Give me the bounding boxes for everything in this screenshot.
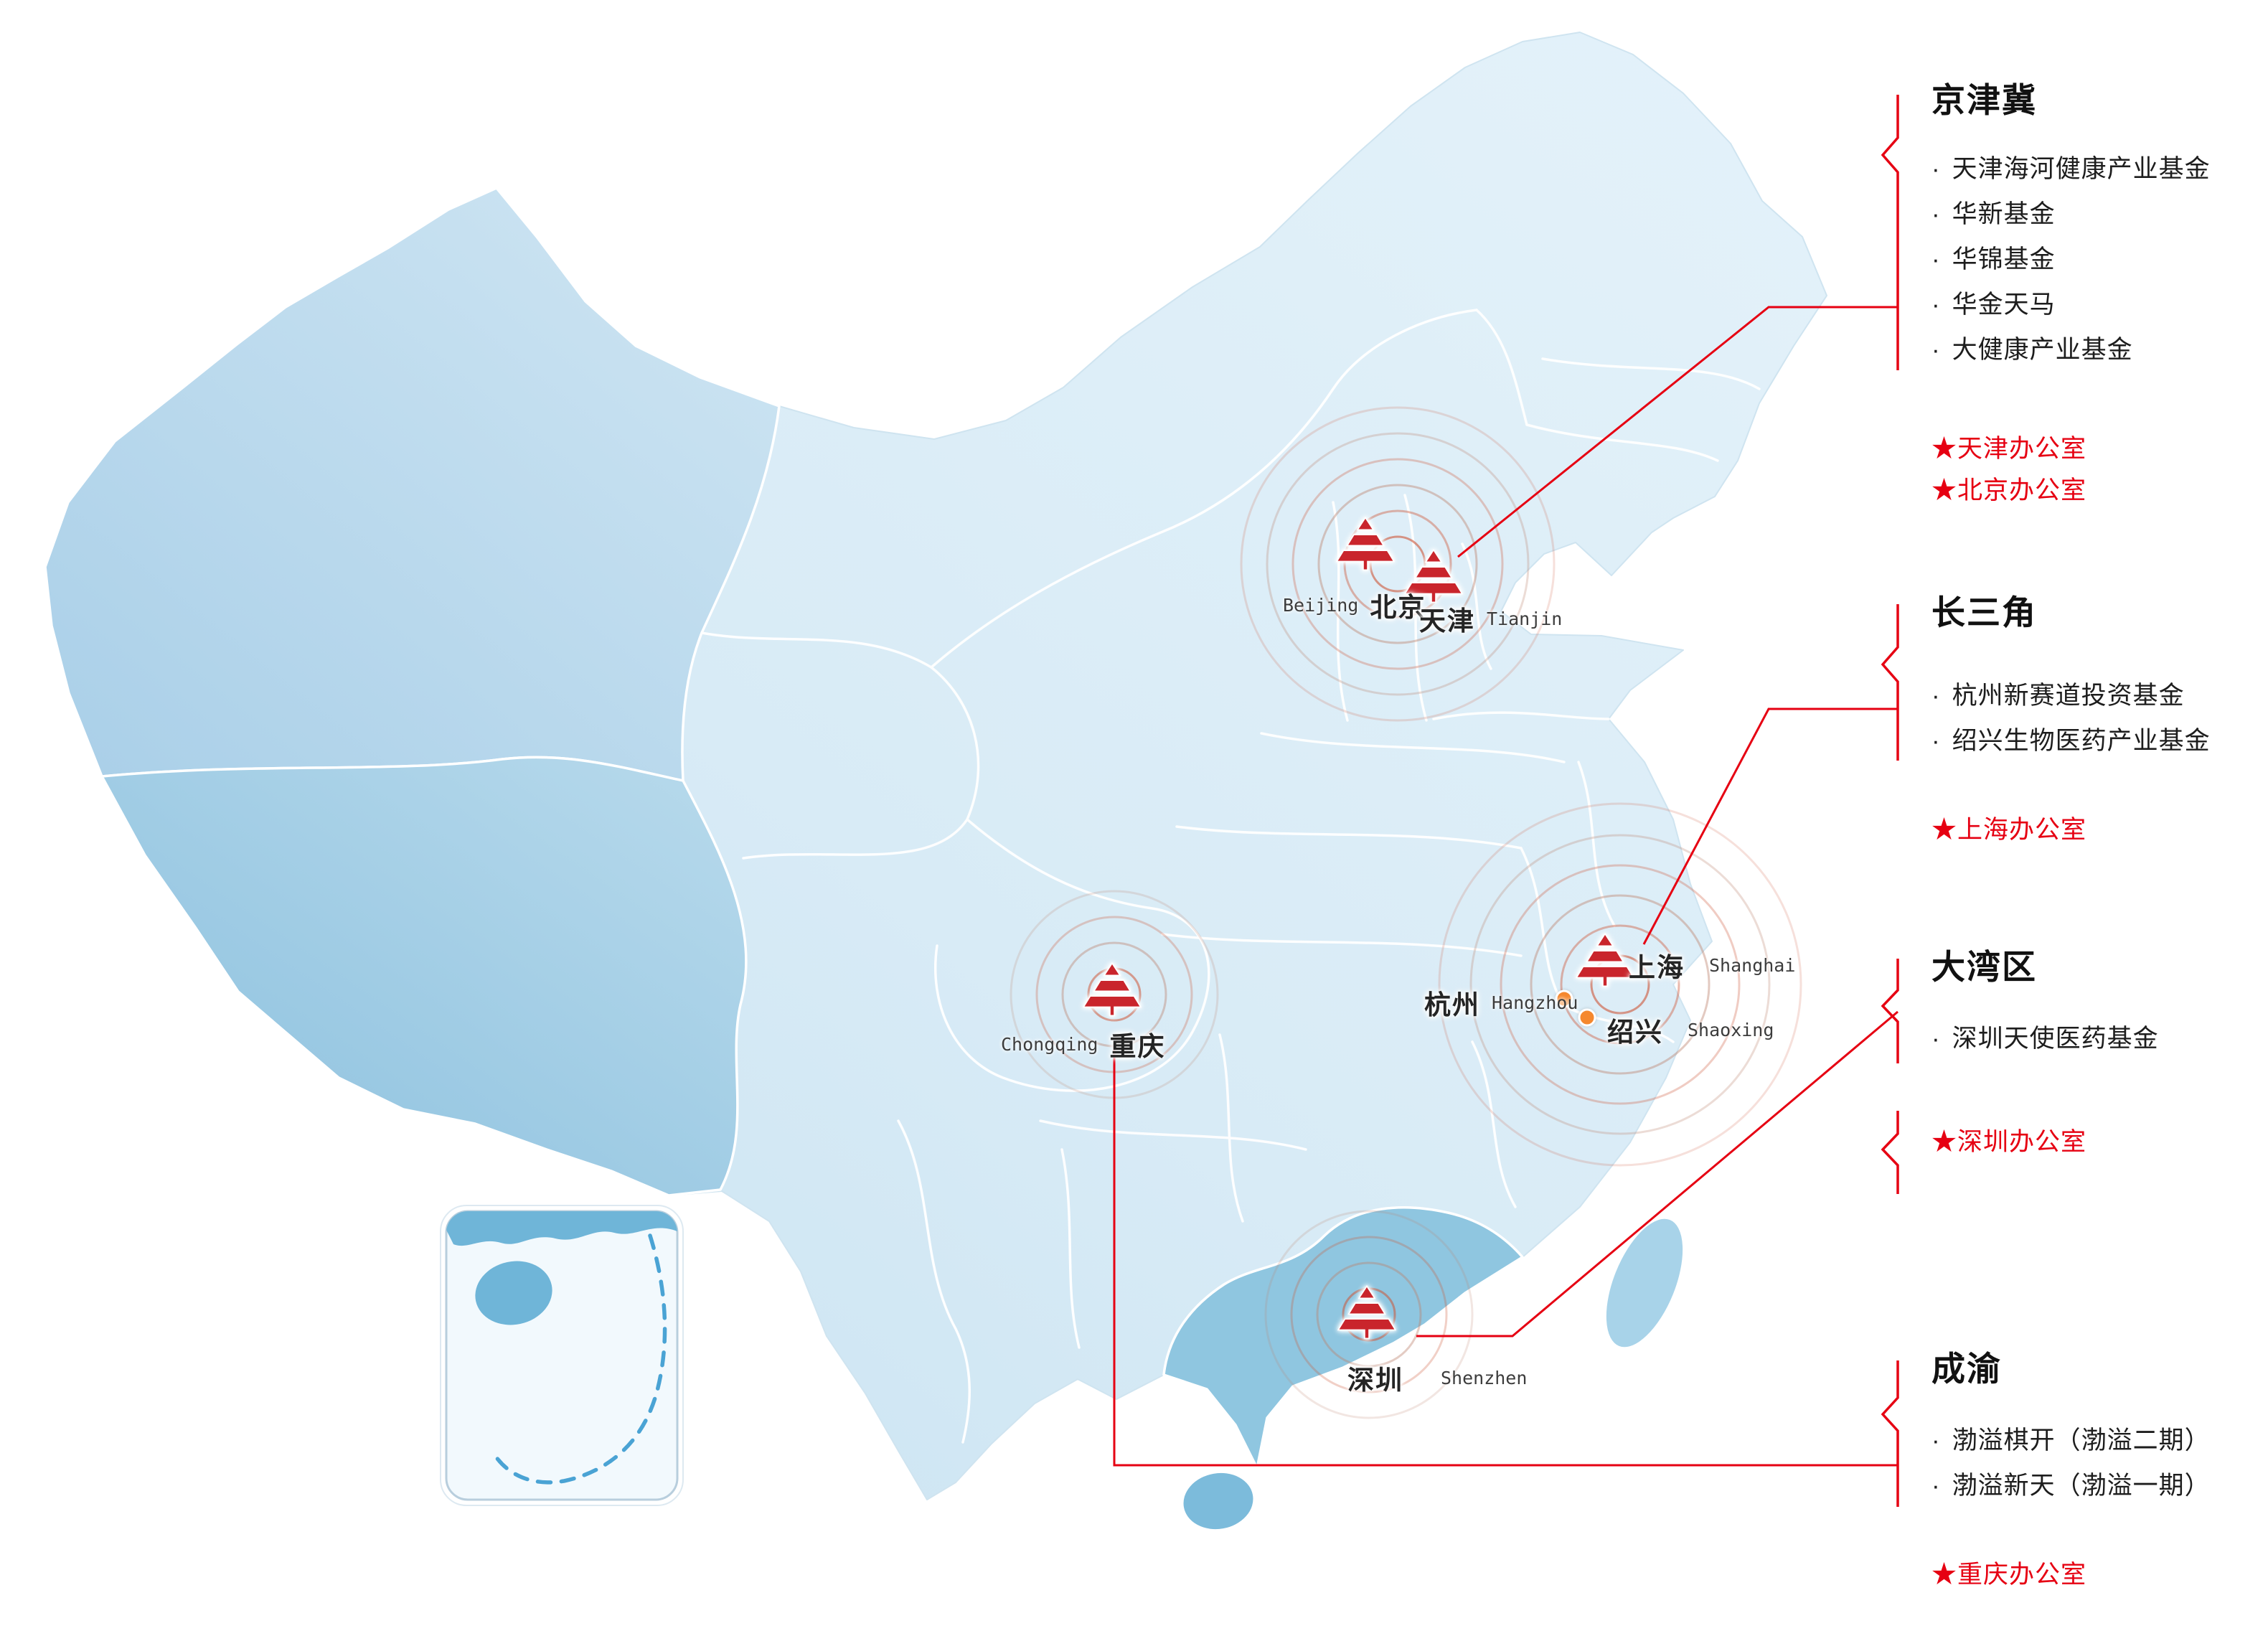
connector-chengyu — [1113, 1044, 1898, 1467]
label-beijing: Beijing 北京 — [1283, 586, 1426, 624]
province-tibet — [100, 756, 748, 1197]
bracket-changsanjiao — [1881, 604, 1899, 761]
fund-item: · 杭州新赛道投资基金 — [1931, 673, 2265, 718]
island-hainan — [1182, 1471, 1255, 1531]
label-shaoxing: 绍兴 Shaoxing — [1607, 1010, 1774, 1049]
fund-name: 华新基金 — [1952, 200, 2056, 228]
bullet: · — [1931, 291, 1941, 319]
fund-name: 华金天马 — [1952, 291, 2056, 319]
label-shanghai-en: Shanghai — [1709, 954, 1796, 976]
label-shanghai: 上海 Shanghai — [1629, 946, 1795, 984]
region-dawanqu: 大湾区 · 深圳天使医药基金 ★深圳办公室 — [1931, 947, 2265, 1163]
province-guangdong — [1162, 1206, 1524, 1470]
fund-item: · 华新基金 — [1931, 192, 2265, 237]
label-tianjin: 天津 Tianjin — [1419, 599, 1562, 638]
region-jingjinji-title: 京津冀 — [1931, 81, 2037, 119]
office-beijing: ★北京办公室 — [1931, 476, 2087, 504]
marker-beijing — [1336, 515, 1395, 571]
fund-item: · 渤溢新天（渤溢一期） — [1931, 1463, 2265, 1508]
connector-jingjinji — [1457, 306, 1898, 558]
fund-name: 深圳天使医药基金 — [1952, 1025, 2159, 1053]
label-hangzhou-en: Hangzhou — [1492, 992, 1578, 1013]
region-changsanjiao-title: 长三角 — [1931, 593, 2037, 631]
label-shaoxing-en: Shaoxing — [1688, 1019, 1774, 1040]
bullet: · — [1931, 200, 1941, 228]
fund-item: · 深圳天使医药基金 — [1931, 1016, 2265, 1061]
fund-name: 杭州新赛道投资基金 — [1952, 682, 2185, 710]
fund-item: · 华金天马 — [1931, 282, 2265, 327]
label-shenzhen-zh: 深圳 — [1347, 1365, 1403, 1395]
label-tianjin-zh: 天津 — [1419, 606, 1475, 636]
label-tianjin-en: Tianjin — [1487, 608, 1563, 629]
fund-name: 绍兴生物医药产业基金 — [1952, 727, 2211, 755]
bracket-jingjinji — [1881, 95, 1899, 370]
fund-item: · 大健康产业基金 — [1931, 327, 2265, 372]
label-hangzhou: 杭州 Hangzhou — [1424, 983, 1578, 1022]
marker-chongqing — [1083, 961, 1142, 1017]
inset-coast — [446, 1211, 677, 1246]
region-chengyu-title: 成渝 — [1931, 1350, 2002, 1388]
fund-name: 华锦基金 — [1952, 245, 2056, 273]
label-shenzhen-en: Shenzhen — [1441, 1367, 1528, 1388]
region-jingjinji: 京津冀 · 天津海河健康产业基金 · 华新基金 · 华锦基金 · 华金天马 · 大健康产业… — [1931, 80, 2265, 512]
marker-hangzhou-dot — [1555, 989, 1573, 1008]
fund-name: 渤溢棋开（渤溢二期） — [1952, 1426, 2211, 1454]
bracket-chengyu — [1881, 1360, 1899, 1507]
fund-item: · 天津海河健康产业基金 — [1931, 146, 2265, 192]
nine-dash-line — [490, 1233, 667, 1485]
bullet: · — [1931, 1426, 1941, 1454]
bullet: · — [1931, 682, 1941, 710]
label-chongqing-en: Chongqing — [1001, 1033, 1098, 1055]
connector-lines — [1113, 306, 1898, 1467]
fund-name: 天津海河健康产业基金 — [1952, 155, 2211, 183]
label-beijing-en: Beijing — [1283, 594, 1359, 616]
label-chongqing-zh: 重庆 — [1109, 1032, 1166, 1061]
fund-name: 大健康产业基金 — [1952, 336, 2133, 364]
marker-shanghai — [1576, 931, 1634, 987]
bullet: · — [1931, 1025, 1941, 1053]
office-chongqing: ★重庆办公室 — [1931, 1561, 2087, 1589]
fund-item: · 渤溢棋开（渤溢二期） — [1931, 1418, 2265, 1463]
label-shaoxing-zh: 绍兴 — [1607, 1017, 1663, 1047]
label-chongqing: Chongqing 重庆 — [1001, 1025, 1165, 1063]
inset-hainan-island — [475, 1261, 552, 1325]
bullet: · — [1931, 1472, 1941, 1500]
marker-shenzhen — [1337, 1284, 1396, 1340]
label-hangzhou-zh: 杭州 — [1424, 990, 1480, 1020]
province-xinjiang — [44, 187, 781, 782]
office-shanghai: ★上海办公室 — [1931, 816, 2087, 844]
fund-item: · 华锦基金 — [1931, 237, 2265, 282]
label-shenzhen: 深圳 Shenzhen — [1347, 1358, 1527, 1397]
connector-changsanjiao — [1642, 707, 1898, 945]
bullet: · — [1931, 336, 1941, 364]
ripples-shanghai — [1438, 802, 1802, 1167]
bullet: · — [1931, 727, 1941, 755]
label-shanghai-zh: 上海 — [1629, 953, 1685, 982]
ripples-jingjinji — [1240, 406, 1556, 722]
fund-item: · 绍兴生物医药产业基金 — [1931, 718, 2265, 763]
office-shenzhen: ★深圳办公室 — [1931, 1128, 2087, 1156]
marker-tianjin — [1404, 547, 1463, 603]
label-beijing-zh: 北京 — [1370, 593, 1426, 622]
bullet: · — [1931, 245, 1941, 273]
connector-dawanqu — [1416, 1010, 1898, 1338]
bullet: · — [1931, 155, 1941, 183]
island-taiwan — [1604, 1217, 1685, 1349]
marker-shaoxing-dot — [1578, 1008, 1596, 1027]
fund-name: 渤溢新天（渤溢一期） — [1952, 1472, 2211, 1500]
bracket-dawanqu-office — [1881, 1111, 1899, 1194]
region-dawanqu-title: 大湾区 — [1931, 948, 2037, 986]
section-brackets — [1881, 95, 1899, 1507]
ripples-shenzhen — [1264, 1210, 1474, 1419]
region-changsanjiao: 长三角 · 杭州新赛道投资基金 · 绍兴生物医药产业基金 ★上海办公室 — [1931, 593, 2265, 851]
office-tianjin: ★天津办公室 — [1931, 435, 2087, 463]
bracket-dawanqu — [1881, 959, 1899, 1063]
south-china-sea-inset — [440, 1205, 684, 1506]
region-chengyu: 成渝 · 渤溢棋开（渤溢二期） · 渤溢新天（渤溢一期） ★重庆办公室 — [1931, 1349, 2265, 1596]
